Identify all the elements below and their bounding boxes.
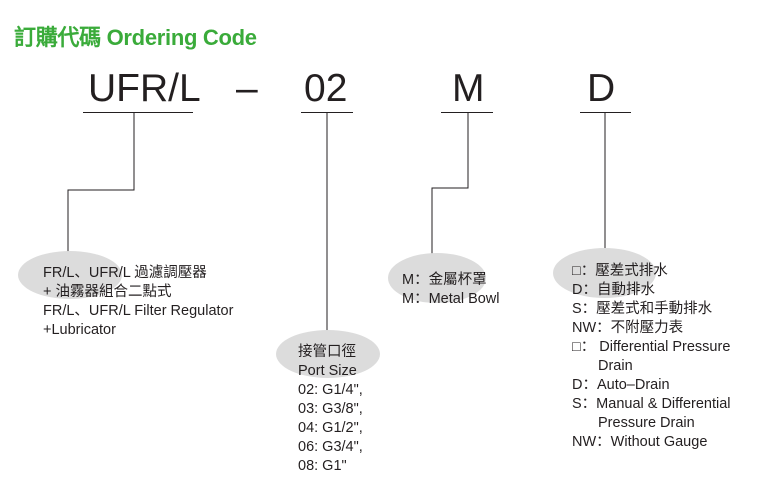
port-line-3: 02: G1/4", <box>298 382 363 398</box>
model-line-4: +Lubricator <box>43 322 116 338</box>
port-line-1: 接管口徑 <box>298 344 356 360</box>
bowl-line-2: M：Metal Bowl <box>402 291 500 307</box>
code-part-bowl: M <box>452 67 485 110</box>
drain-line-3: S：壓差式和手動排水 <box>572 301 713 317</box>
model-line-3: FR/L、UFR/L Filter Regulator <box>43 303 234 319</box>
port-line-5: 04: G1/2", <box>298 420 363 436</box>
port-line-7: 08: G1" <box>298 458 347 474</box>
highlight-port <box>276 330 380 378</box>
highlight-bowl <box>388 253 486 303</box>
drain-description: □：壓差式排水 D：自動排水 S：壓差式和手動排水 NW：不附壓力表 □： Di… <box>572 262 731 452</box>
drain-line-7: D：Auto–Drain <box>572 377 670 393</box>
drain-line-1: □：壓差式排水 <box>572 263 668 279</box>
model-line-1: FR/L、UFR/L 過濾調壓器 <box>43 265 207 281</box>
port-size-description: 接管口徑 Port Size 02: G1/4", 03: G3/8", 04:… <box>298 343 363 476</box>
drain-line-8: S：Manual & Differential <box>572 396 731 412</box>
code-part-dash: – <box>236 67 258 110</box>
connector-model <box>67 112 135 258</box>
drain-line-2: D：自動排水 <box>572 282 655 298</box>
code-part-model: UFR/L <box>88 67 201 110</box>
port-line-2: Port Size <box>298 363 357 379</box>
port-line-4: 03: G3/8", <box>298 401 363 417</box>
connector-bowl <box>431 112 469 262</box>
model-description: FR/L、UFR/L 過濾調壓器 + 油霧器組合二點式 FR/L、UFR/L F… <box>43 264 233 340</box>
drain-line-5: □： Differential Pressure <box>572 339 731 355</box>
drain-line-4: NW：不附壓力表 <box>572 320 684 336</box>
drain-line-10: NW：Without Gauge <box>572 434 708 450</box>
bowl-line-1: M：金屬杯罩 <box>402 272 487 288</box>
drain-line-9: Pressure Drain <box>598 415 695 431</box>
highlight-drain <box>553 248 656 298</box>
page-title: 訂購代碼 Ordering Code <box>14 25 257 50</box>
highlight-model <box>18 251 122 299</box>
bowl-description: M：金屬杯罩 M：Metal Bowl <box>402 271 500 309</box>
port-line-6: 06: G3/4", <box>298 439 363 455</box>
drain-line-6: Drain <box>598 358 633 374</box>
model-line-2: + 油霧器組合二點式 <box>43 284 172 300</box>
underline-model <box>83 112 193 113</box>
code-part-drain: D <box>587 67 616 110</box>
underline-bowl <box>441 112 493 113</box>
code-part-port: 02 <box>304 67 348 110</box>
